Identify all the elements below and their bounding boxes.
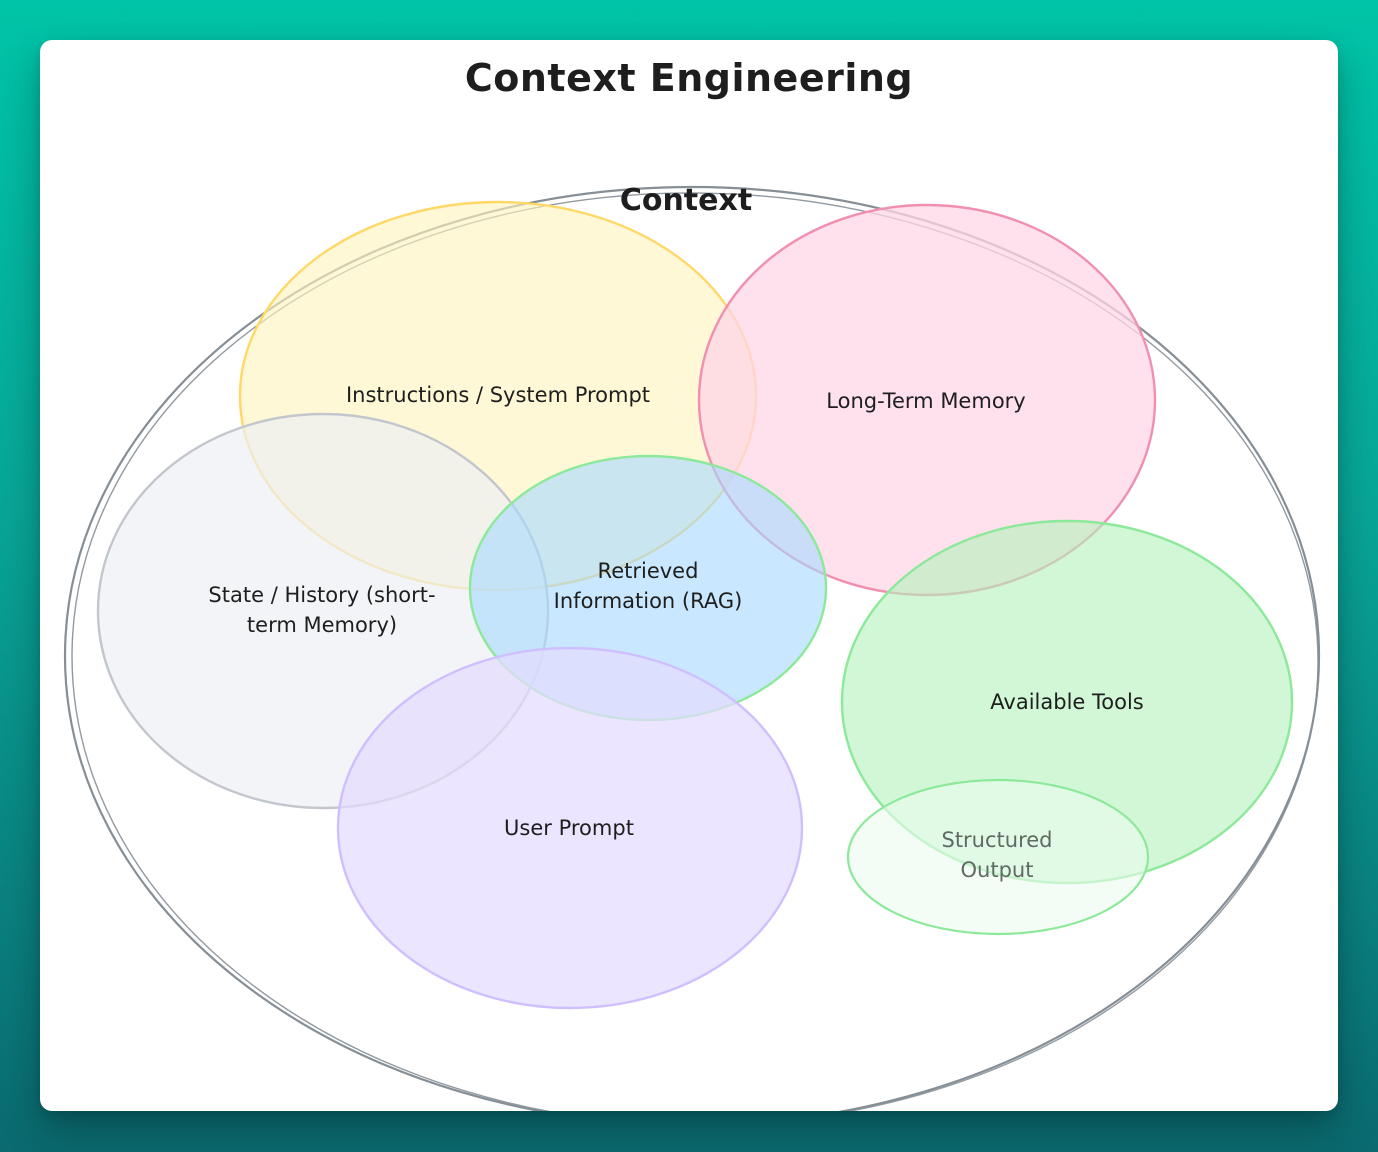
user-prompt-label: User Prompt xyxy=(504,816,634,840)
context-label: Context xyxy=(619,183,753,218)
diagram-canvas: Context Engineering Context Instructions… xyxy=(40,40,1338,1111)
long-term-memory-label: Long-Term Memory xyxy=(826,389,1026,413)
long-term-memory-region[interactable] xyxy=(699,205,1155,595)
structured-output-region[interactable] xyxy=(848,780,1148,934)
diagram-title: Context Engineering xyxy=(464,56,914,100)
context-container xyxy=(64,186,1320,1111)
user-prompt-outline xyxy=(336,646,804,1010)
structured-output-outline xyxy=(846,778,1150,936)
retrieved-information-label: Retrieved Information (RAG) xyxy=(553,559,743,613)
venn-diagram xyxy=(64,186,1320,1111)
context-container-stroke xyxy=(71,192,1319,1111)
state-history-label: State / History (short- term Memory) xyxy=(208,583,436,637)
instructions-label: Instructions / System Prompt xyxy=(345,383,651,407)
available-tools-label: Available Tools xyxy=(990,690,1144,714)
user-prompt-region[interactable] xyxy=(338,648,802,1008)
structured-output-label: Structured Output xyxy=(941,828,1053,882)
